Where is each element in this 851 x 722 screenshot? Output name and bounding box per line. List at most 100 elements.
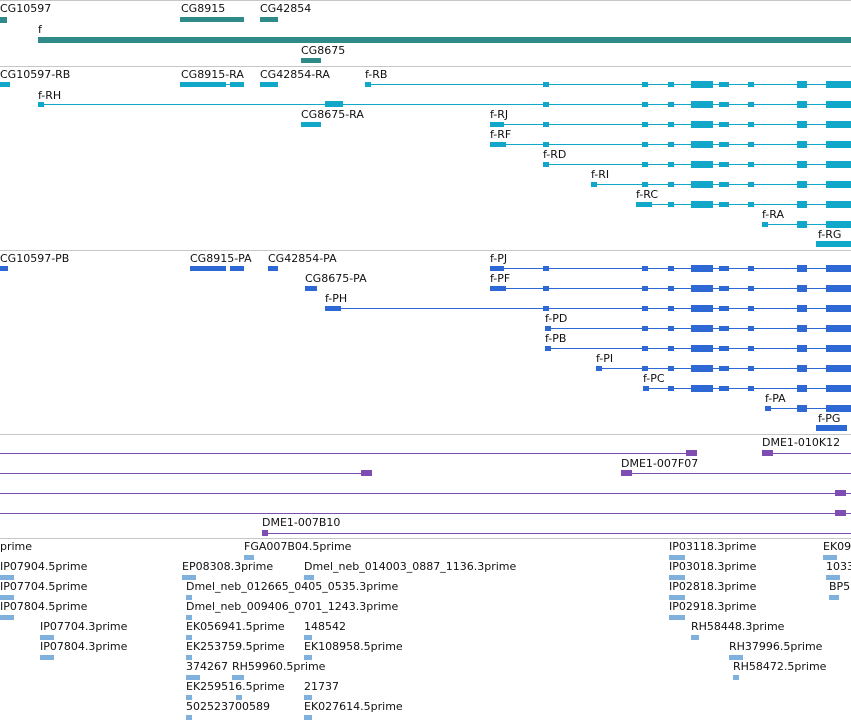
clone-glyph[interactable] — [361, 470, 372, 476]
transcript-glyph[interactable] — [719, 102, 729, 107]
feature-label[interactable]: f-RG — [818, 228, 842, 241]
transcript-glyph[interactable] — [797, 221, 807, 228]
est-glyph[interactable] — [182, 575, 196, 580]
est-glyph[interactable] — [186, 655, 192, 660]
transcript-glyph[interactable] — [826, 81, 851, 88]
transcript-glyph[interactable] — [719, 162, 729, 167]
transcript-glyph[interactable] — [543, 122, 549, 127]
feature-label[interactable]: RH59960.5prime — [232, 660, 326, 673]
protein-glyph[interactable] — [719, 266, 729, 271]
feature-label[interactable]: EK056941.5prime — [186, 620, 285, 633]
feature-label[interactable]: CG8915-RA — [181, 68, 244, 81]
protein-glyph[interactable] — [305, 286, 317, 291]
protein-glyph[interactable] — [543, 306, 549, 311]
gene-glyph[interactable] — [260, 17, 278, 22]
transcript-glyph[interactable] — [797, 181, 807, 188]
transcript-glyph[interactable] — [180, 82, 226, 87]
transcript-glyph[interactable] — [719, 122, 729, 127]
transcript-glyph[interactable] — [365, 82, 371, 87]
gene-glyph[interactable] — [301, 58, 321, 63]
protein-glyph[interactable] — [325, 306, 341, 311]
transcript-glyph[interactable] — [668, 182, 674, 187]
est-glyph[interactable] — [669, 595, 685, 600]
clone-glyph[interactable] — [621, 470, 632, 476]
transcript-glyph[interactable] — [691, 161, 713, 168]
transcript-glyph[interactable] — [642, 122, 648, 127]
feature-label[interactable]: EK108958.5prime — [304, 640, 403, 653]
transcript-glyph[interactable] — [668, 202, 674, 207]
protein-glyph[interactable] — [642, 366, 648, 371]
feature-label[interactable]: DME1-010K12 — [762, 436, 841, 449]
protein-glyph[interactable] — [826, 305, 851, 312]
transcript-glyph[interactable] — [762, 222, 768, 227]
protein-glyph[interactable] — [826, 345, 851, 352]
protein-glyph[interactable] — [797, 385, 807, 392]
est-glyph[interactable] — [669, 615, 685, 620]
protein-glyph[interactable] — [748, 266, 754, 271]
transcript-glyph[interactable] — [668, 142, 674, 147]
feature-label[interactable]: f-RB — [365, 68, 388, 81]
feature-label[interactable]: 21737 — [304, 680, 339, 693]
protein-glyph[interactable] — [797, 305, 807, 312]
est-glyph[interactable] — [186, 635, 192, 640]
protein-glyph[interactable] — [668, 326, 674, 331]
est-glyph[interactable] — [186, 615, 192, 620]
transcript-glyph[interactable] — [230, 82, 244, 87]
protein-glyph[interactable] — [642, 326, 648, 331]
feature-label[interactable]: CG8915 — [181, 2, 226, 15]
feature-label[interactable]: CG10597 — [0, 2, 52, 15]
transcript-glyph[interactable] — [719, 82, 729, 87]
transcript-glyph[interactable] — [260, 82, 278, 87]
est-glyph[interactable] — [236, 695, 242, 700]
protein-glyph[interactable] — [190, 266, 226, 271]
protein-glyph[interactable] — [490, 286, 506, 291]
protein-glyph[interactable] — [643, 386, 649, 391]
protein-glyph[interactable] — [691, 285, 713, 292]
clone-glyph[interactable] — [835, 510, 846, 516]
protein-glyph[interactable] — [826, 365, 851, 372]
transcript-glyph[interactable] — [668, 122, 674, 127]
est-glyph[interactable] — [40, 655, 54, 660]
transcript-glyph[interactable] — [748, 142, 754, 147]
est-glyph[interactable] — [733, 675, 739, 680]
feature-label[interactable]: Dmel_neb_012665_0405_0535.3prime — [186, 580, 399, 593]
feature-label[interactable]: f-RJ — [490, 108, 509, 121]
est-glyph[interactable] — [186, 695, 192, 700]
transcript-glyph[interactable] — [748, 122, 754, 127]
est-glyph[interactable] — [304, 635, 312, 640]
protein-glyph[interactable] — [719, 286, 729, 291]
protein-glyph[interactable] — [719, 346, 729, 351]
transcript-glyph[interactable] — [691, 201, 713, 208]
est-glyph[interactable] — [829, 595, 839, 600]
feature-label[interactable]: IP07704.3prime — [40, 620, 128, 633]
transcript-glyph[interactable] — [826, 221, 851, 228]
feature-label[interactable]: f-PF — [490, 272, 511, 285]
est-glyph[interactable] — [823, 555, 837, 560]
feature-label[interactable]: 148542 — [304, 620, 346, 633]
feature-label[interactable]: CG10597-RB — [0, 68, 71, 81]
transcript-glyph[interactable] — [668, 82, 674, 87]
protein-glyph[interactable] — [797, 365, 807, 372]
gene-glyph[interactable] — [0, 17, 7, 23]
protein-glyph[interactable] — [691, 305, 713, 312]
transcript-glyph[interactable] — [691, 81, 713, 88]
transcript-glyph[interactable] — [797, 161, 807, 168]
protein-glyph[interactable] — [816, 425, 847, 431]
feature-label[interactable]: RH37996.5prime — [729, 640, 823, 653]
feature-label[interactable]: Dmel_neb_009406_0701_1243.3prime — [186, 600, 399, 613]
transcript-glyph[interactable] — [642, 182, 648, 187]
protein-glyph[interactable] — [826, 265, 851, 272]
feature-label[interactable]: CG42854 — [260, 2, 312, 15]
transcript-glyph[interactable] — [816, 241, 851, 247]
transcript-glyph[interactable] — [691, 121, 713, 128]
protein-glyph[interactable] — [765, 406, 771, 411]
feature-label[interactable]: 502523700589 — [186, 700, 270, 713]
est-glyph[interactable] — [729, 655, 743, 660]
feature-label[interactable]: FGA007B04.5prime — [244, 540, 352, 553]
protein-glyph[interactable] — [668, 346, 674, 351]
protein-glyph[interactable] — [748, 366, 754, 371]
transcript-glyph[interactable] — [826, 141, 851, 148]
protein-glyph[interactable] — [748, 386, 754, 391]
protein-glyph[interactable] — [545, 346, 551, 351]
protein-glyph[interactable] — [668, 366, 674, 371]
